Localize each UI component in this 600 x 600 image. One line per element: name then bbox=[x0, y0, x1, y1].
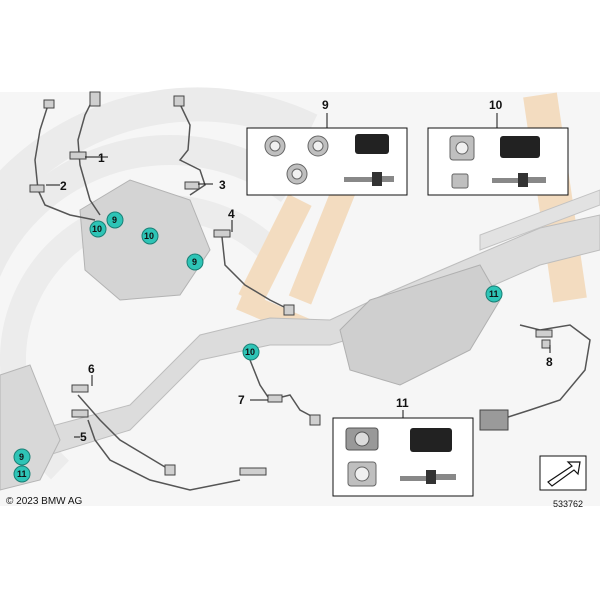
badge-circle bbox=[106, 211, 124, 229]
badge-11: 11 bbox=[17, 469, 27, 479]
drawing-number: 533762 bbox=[553, 499, 584, 509]
kit-box-9 bbox=[246, 113, 408, 196]
badge-circle bbox=[89, 220, 107, 238]
callout-6: 6 bbox=[88, 362, 95, 376]
callout-4: 4 bbox=[228, 207, 235, 221]
callout-labels: 1 2 3 4 5 6 7 8 9 10 11 bbox=[60, 98, 553, 444]
kit-box-10 bbox=[427, 113, 569, 196]
badge-circle bbox=[186, 253, 204, 271]
callout-8: 8 bbox=[546, 355, 553, 369]
badge-9: 9 bbox=[19, 452, 24, 462]
kit-label-9: 9 bbox=[322, 98, 329, 112]
badge-10: 10 bbox=[92, 224, 102, 234]
sensor-parts bbox=[29, 91, 553, 476]
badge-circle bbox=[141, 227, 159, 245]
badge-10: 10 bbox=[144, 231, 154, 241]
reference-badges: 9 10 10 9 11 10 9 11 bbox=[13, 211, 503, 483]
leader-lines bbox=[46, 156, 551, 438]
badge-11: 11 bbox=[489, 289, 499, 299]
next-page-arrow[interactable] bbox=[539, 455, 587, 491]
badge-circle bbox=[485, 285, 503, 303]
callout-7: 7 bbox=[238, 393, 245, 407]
badge-9: 9 bbox=[112, 215, 117, 225]
copyright-notice: © 2023 BMW AG bbox=[6, 496, 83, 507]
callout-1: 1 bbox=[98, 151, 105, 165]
badge-circle bbox=[13, 465, 31, 483]
kit-box-11 bbox=[332, 410, 474, 497]
badge-circle bbox=[242, 343, 260, 361]
exhaust-pipe-assembly bbox=[0, 179, 600, 491]
badge-9: 9 bbox=[192, 257, 197, 267]
callout-3: 3 bbox=[219, 178, 226, 192]
callout-5: 5 bbox=[80, 430, 87, 444]
kit-label-10: 10 bbox=[489, 98, 503, 112]
callout-2: 2 bbox=[60, 179, 67, 193]
badge-10: 10 bbox=[245, 347, 255, 357]
kit-label-11: 11 bbox=[396, 396, 409, 410]
badge-circle bbox=[13, 448, 31, 466]
arrow-down-right-icon bbox=[547, 461, 581, 487]
